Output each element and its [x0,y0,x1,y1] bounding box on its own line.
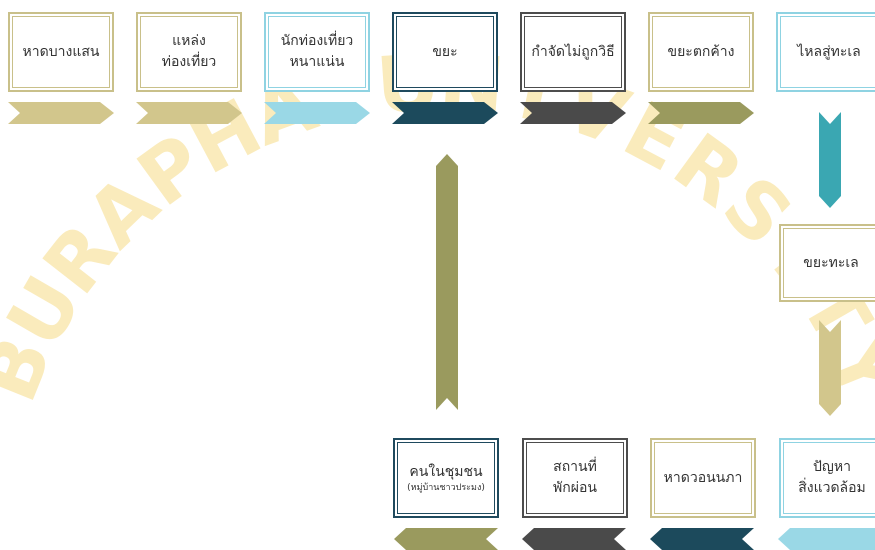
chevron-right-arrow [8,102,114,124]
chevron-right-arrow [136,102,242,124]
box-environmental-problem: ปัญหา สิ่งแวดล้อม [779,438,875,518]
box-text: กำจัดไม่ถูกวิธี [531,43,615,60]
box-text-line-1: นักท่องเที่ยว [280,33,354,49]
watermark-letter: E [609,85,698,189]
chevron-right-arrow [520,102,626,124]
box-text: ไหลสู่ทะเล [797,43,861,60]
box-text: ขยะทะเล [803,254,859,271]
box-crowded-tourists: นักท่องเที่ยว หนาแน่น [264,12,370,92]
box-tourist-spot: แหล่ง ท่องเที่ยว [136,12,242,92]
chevron-left-arrow [394,528,498,550]
box-community: คนในชุมชน (หมู่บ้านชาวประมง) [393,438,499,518]
chevron-down-arrow [819,112,841,208]
box-text-line-1: ปัญหา [813,459,851,475]
box-marine-debris: ขยะทะเล [779,224,875,302]
box-improper-disposal: กำจัดไม่ถูกวิธี [520,12,626,92]
box-text-line-2: ท่องเที่ยว [161,54,217,70]
chevron-left-arrow [650,528,754,550]
watermark-letter: H [176,82,276,192]
watermark-letter: B [0,325,70,414]
box-text: หาดวอนนภา [663,469,743,486]
box-hat-won-napha: หาดวอนนภา [650,438,756,518]
chevron-down-arrow [819,320,841,416]
chevron-right-arrow [392,102,498,124]
box-text: ขยะตกค้าง [667,43,735,60]
box-text: หาดบางแสน [22,43,100,60]
box-residual-garbage: ขยะตกค้าง [648,12,754,92]
box-text-line-2: หนาแน่น [289,54,345,70]
box-recreation-place: สถานที่ พักผ่อน [522,438,628,518]
box-hat-bang-saen: หาดบางแสน [8,12,114,92]
box-text-line-2: สิ่งแวดล้อม [798,480,866,496]
box-text-line-1: แหล่ง [172,33,206,49]
box-text: คนในชุมชน [409,463,483,480]
box-text-line-2: พักผ่อน [553,480,597,496]
watermark-letter: U [0,262,100,362]
box-garbage: ขยะ [392,12,498,92]
chevron-left-arrow [522,528,626,550]
chevron-right-arrow [648,102,754,124]
watermark-letter: P [122,118,221,224]
chevron-right-arrow [264,102,370,124]
box-subtext: (หมู่บ้านชาวประมง) [407,482,485,493]
watermark-letter: R [27,208,135,311]
chevron-left-arrow [778,528,875,550]
watermark-letter: A [70,159,176,266]
box-text: ขยะ [432,43,458,60]
chevron-up-arrow [436,154,458,410]
box-flows-to-sea: ไหลสู่ทะเล [776,12,875,92]
watermark-letter: R [657,117,758,225]
box-text-line-1: สถานที่ [553,459,597,475]
